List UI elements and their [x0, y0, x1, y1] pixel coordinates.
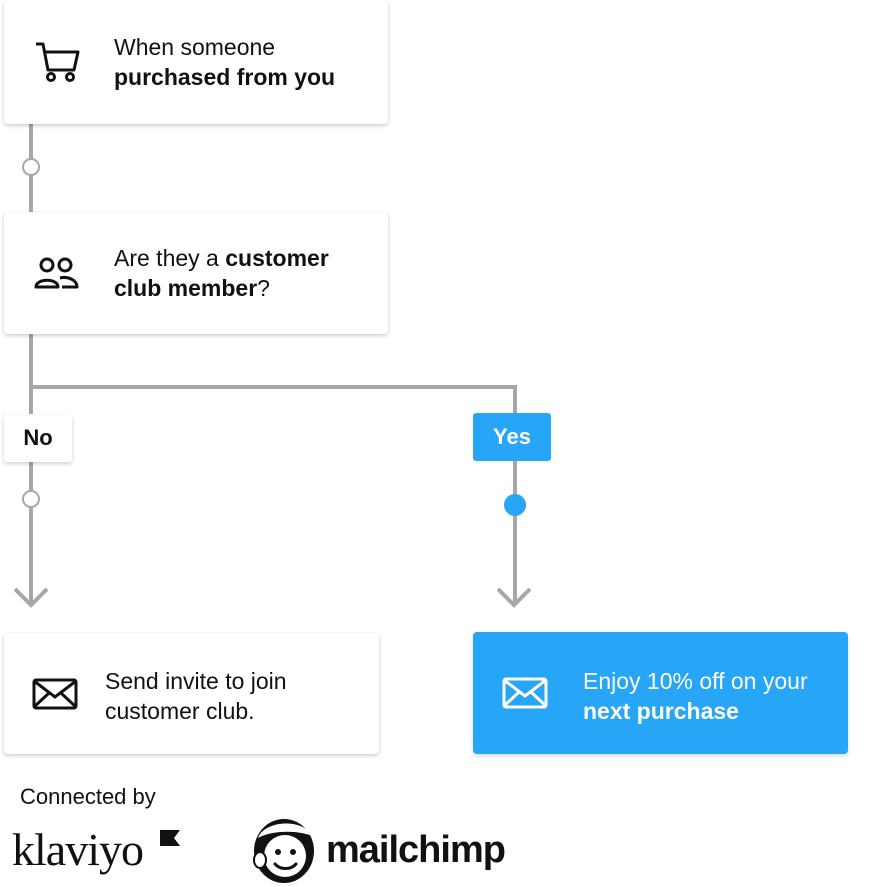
action-yes-card[interactable]: Enjoy 10% off on your next purchase [473, 632, 848, 754]
mailchimp-wordmark: mailchimp [326, 829, 506, 871]
condition-bold1: customer [225, 245, 329, 271]
no-branch-node [22, 490, 40, 508]
trigger-line2: purchased from you [114, 64, 336, 90]
no-arrow-icon [13, 587, 49, 608]
condition-prefix: Are they a [114, 245, 226, 271]
no-branch-tag[interactable]: No [4, 414, 72, 462]
action-no-text: Send invite to join customer club. [105, 666, 375, 726]
people-icon [34, 257, 79, 289]
action-yes-text: Enjoy 10% off on your next purchase [583, 666, 843, 726]
klaviyo-wordmark: klaviyo [12, 824, 144, 875]
yes-branch-node [504, 494, 526, 516]
condition-bold2: club member [114, 275, 258, 301]
yes-branch-tag[interactable]: Yes [473, 413, 551, 461]
condition-suffix: ? [257, 275, 270, 301]
mailchimp-logo: mailchimp [248, 814, 518, 886]
envelope-icon [32, 678, 78, 710]
connector-node [22, 158, 40, 176]
action-no-card[interactable]: Send invite to join customer club. [4, 633, 379, 754]
action-yes-line1: Enjoy 10% off on your [583, 668, 808, 694]
trigger-card[interactable]: When someone purchased from you [4, 0, 388, 124]
condition-card[interactable]: Are they a customer club member? [4, 212, 388, 334]
action-yes-line2: next purchase [583, 698, 739, 724]
klaviyo-flag-icon [160, 830, 180, 846]
klaviyo-logo: klaviyo [12, 822, 182, 882]
yes-arrow-icon [496, 587, 532, 608]
trigger-text: When someone purchased from you [114, 32, 384, 92]
mailchimp-freddie-icon [253, 819, 314, 883]
cart-icon [36, 42, 80, 82]
action-no-line1: Send invite to join [105, 668, 287, 694]
action-no-line2: customer club. [105, 698, 255, 724]
connector-condition-split [29, 334, 33, 604]
condition-text: Are they a customer club member? [114, 243, 384, 303]
connected-by-label: Connected by [20, 784, 156, 809]
connector-branch-horizontal [29, 385, 517, 389]
trigger-line1: When someone [114, 34, 276, 60]
envelope-icon [502, 677, 548, 709]
